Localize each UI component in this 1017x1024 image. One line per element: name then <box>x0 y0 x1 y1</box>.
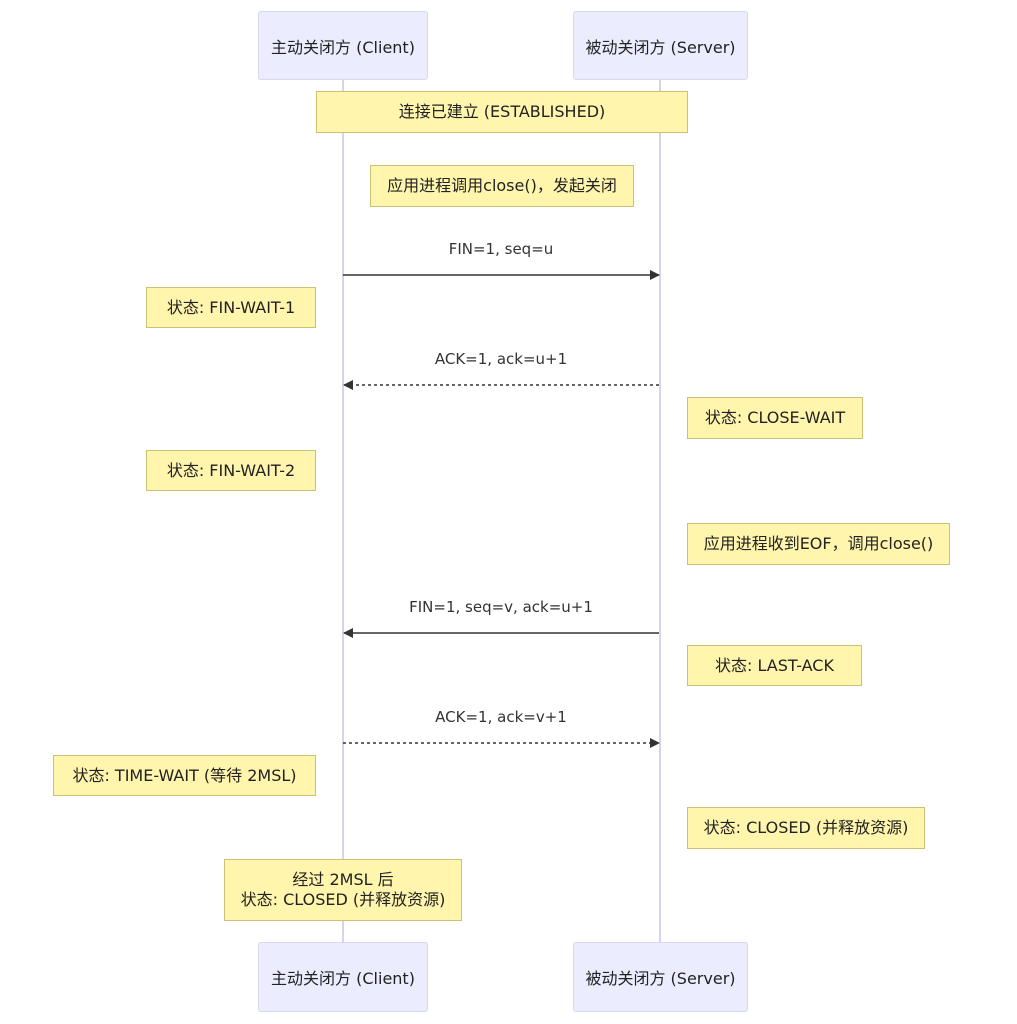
message-label-fin-u: FIN=1, seq=u <box>448 240 554 258</box>
note-client-closed-line1: 经过 2MSL 后 <box>292 870 394 889</box>
note-established: 连接已建立 (ESTABLISHED) <box>316 91 688 133</box>
client-actor-top: 主动关闭方 (Client) <box>258 11 428 80</box>
message-label-fin-v: FIN=1, seq=v, ack=u+1 <box>409 598 593 616</box>
message-label-ack-u1: ACK=1, ack=u+1 <box>434 350 568 368</box>
note-client-closed-line2: 状态: CLOSED (并释放资源) <box>240 890 446 909</box>
server-actor-top: 被动关闭方 (Server) <box>573 11 748 80</box>
server-actor-bottom: 被动关闭方 (Server) <box>573 942 748 1012</box>
message-label-ack-v1: ACK=1, ack=v+1 <box>435 708 567 726</box>
note-last-ack: 状态: LAST-ACK <box>687 645 862 686</box>
note-server-eof: 应用进程收到EOF，调用close() <box>687 523 950 565</box>
note-time-wait: 状态: TIME-WAIT (等待 2MSL) <box>53 755 316 796</box>
note-close-wait: 状态: CLOSE-WAIT <box>687 397 863 439</box>
note-client-close: 应用进程调用close()，发起关闭 <box>370 165 634 207</box>
note-fin-wait-1: 状态: FIN-WAIT-1 <box>146 287 316 328</box>
client-lifeline <box>342 80 344 942</box>
note-fin-wait-2: 状态: FIN-WAIT-2 <box>146 450 316 491</box>
client-actor-bottom: 主动关闭方 (Client) <box>258 942 428 1012</box>
server-lifeline <box>659 80 661 942</box>
note-server-closed: 状态: CLOSED (并释放资源) <box>687 807 925 849</box>
note-client-closed: 经过 2MSL 后 状态: CLOSED (并释放资源) <box>224 859 462 921</box>
